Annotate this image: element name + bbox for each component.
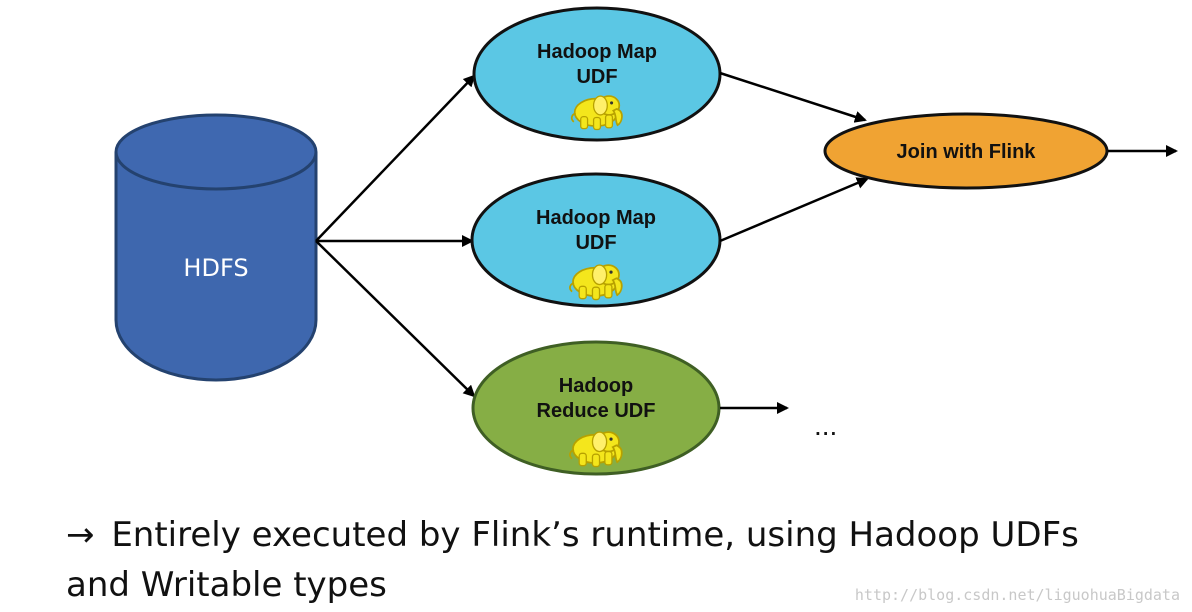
caption-line-2: and Writable types — [66, 565, 387, 605]
arrow-map-1-join — [719, 71, 867, 123]
arrow-map-2-join — [719, 177, 869, 243]
edge-hdfs-to-reduce — [315, 240, 476, 398]
watermark-url: http://blog.csdn.net/liguohuaBigdata — [854, 586, 1180, 604]
map-udf-2-label-line-1: Hadoop Map — [536, 207, 656, 229]
caption-text-line-1: Entirely executed by Flink’s runtime, us… — [111, 515, 1079, 555]
arrow-hdfs-reduce — [315, 240, 476, 398]
map-udf-1-label-line-2: UDF — [576, 66, 617, 88]
arrow-hdfs-map-1 — [315, 74, 476, 242]
hdfs-cylinder-top — [114, 113, 318, 191]
join-label: Join with Flink — [897, 141, 1037, 163]
right-arrow-icon: → — [66, 515, 95, 555]
hdfs-cylinder-body — [114, 152, 318, 382]
map-udf-node-2: Hadoop Map UDF — [470, 172, 722, 308]
reduce-udf-label-line-2: Reduce UDF — [537, 400, 656, 422]
hdfs-cylinder: HDFS — [114, 113, 318, 382]
join-node: Join with Flink — [823, 112, 1109, 190]
continuation-ellipsis: ... — [814, 410, 837, 441]
diagram-caption: → Entirely executed by Flink’s runtime, … — [66, 510, 1146, 610]
caption-line-1: → Entirely executed by Flink’s runtime, … — [66, 510, 1146, 560]
reduce-udf-ellipse — [471, 340, 721, 476]
hdfs-label: HDFS — [183, 254, 248, 282]
edge-hdfs-to-map-1 — [315, 74, 476, 242]
map-udf-1-label-line-1: Hadoop Map — [537, 41, 657, 63]
reduce-udf-label-line-1: Hadoop — [559, 375, 633, 397]
edge-map-2-to-join — [719, 177, 869, 243]
reduce-udf-node: Hadoop Reduce UDF — [471, 340, 721, 476]
map-udf-2-label-line-2: UDF — [575, 232, 616, 254]
edge-map-1-to-join — [719, 71, 867, 123]
join-ellipse — [823, 112, 1109, 190]
map-udf-node-1: Hadoop Map UDF — [472, 6, 722, 142]
